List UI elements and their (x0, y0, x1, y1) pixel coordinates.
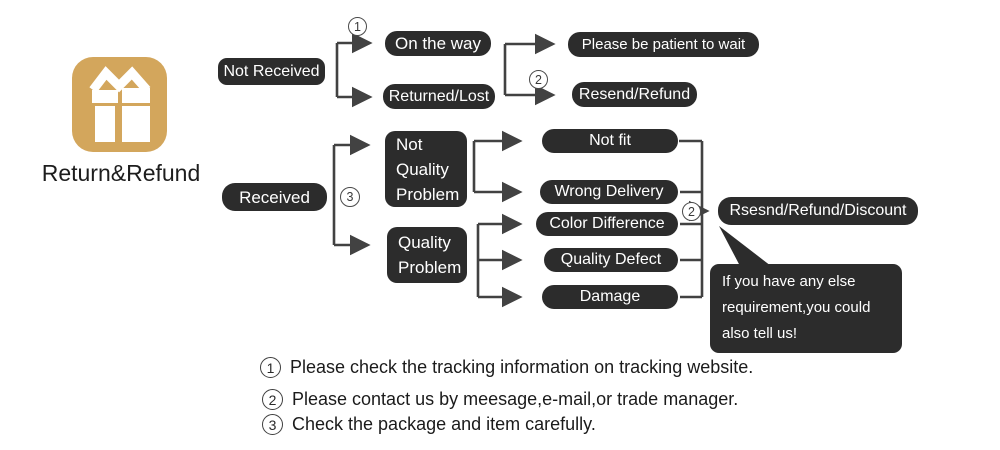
step-marker-2-top: 2 (529, 70, 548, 89)
node-not-quality-problem: Not Quality Problem (385, 131, 467, 207)
wires-not-received-branch (335, 32, 373, 108)
footnote-3: 3 Check the package and item carefully. (262, 414, 596, 435)
node-returned-lost: Returned/Lost (383, 84, 495, 109)
footnote-1: 1 Please check the tracking information … (260, 357, 753, 378)
gift-glyph (89, 66, 151, 142)
node-please-wait: Please be patient to wait (568, 32, 759, 57)
footnote-marker-1: 1 (260, 357, 281, 378)
node-wrong-delivery: Wrong Delivery (540, 180, 678, 204)
footnote-text: Check the package and item carefully. (292, 414, 596, 434)
bubble-line: If you have any else (722, 273, 856, 290)
node-resolution: Rsesnd/Refund/Discount (718, 197, 918, 225)
gift-icon (72, 57, 167, 152)
node-on-the-way: On the way (385, 31, 491, 56)
node-line: Problem (398, 258, 462, 277)
footnote-2: 2 Please contact us by meesage,e-mail,or… (262, 389, 738, 410)
node-received: Received (222, 183, 327, 211)
speech-bubble-tail (719, 226, 771, 266)
node-quality-defect: Quality Defect (544, 248, 678, 272)
node-damage: Damage (542, 285, 678, 309)
bubble-line: also tell us! (722, 325, 798, 342)
wires-quality-branch (476, 213, 523, 308)
footnote-marker-2: 2 (262, 389, 283, 410)
step-marker-2-right: 2 (682, 202, 701, 221)
node-line: Quality (396, 159, 449, 179)
node-not-received: Not Received (218, 58, 325, 85)
node-resend-refund: Resend/Refund (572, 82, 697, 107)
wires-top-merge (503, 33, 556, 106)
step-marker-3: 3 (340, 187, 360, 207)
node-line: Quality (398, 233, 451, 252)
node-line: Not (396, 134, 423, 154)
footnote-text: Please check the tracking information on… (290, 357, 754, 377)
brand-title: Return&Refund (41, 160, 201, 186)
step-marker-1-top: 1 (348, 17, 367, 36)
speech-bubble: If you have any else requirement,you cou… (710, 264, 902, 353)
footnote-marker-3: 3 (262, 414, 283, 435)
node-quality-problem: Quality Problem (387, 227, 467, 283)
bubble-line: requirement,you could (722, 299, 871, 316)
node-color-difference: Color Difference (536, 212, 678, 236)
node-line: Problem (396, 184, 460, 204)
wires-not-quality-branch (472, 130, 523, 203)
footnote-text: Please contact us by meesage,e-mail,or t… (292, 389, 739, 409)
node-not-fit: Not fit (542, 129, 678, 153)
